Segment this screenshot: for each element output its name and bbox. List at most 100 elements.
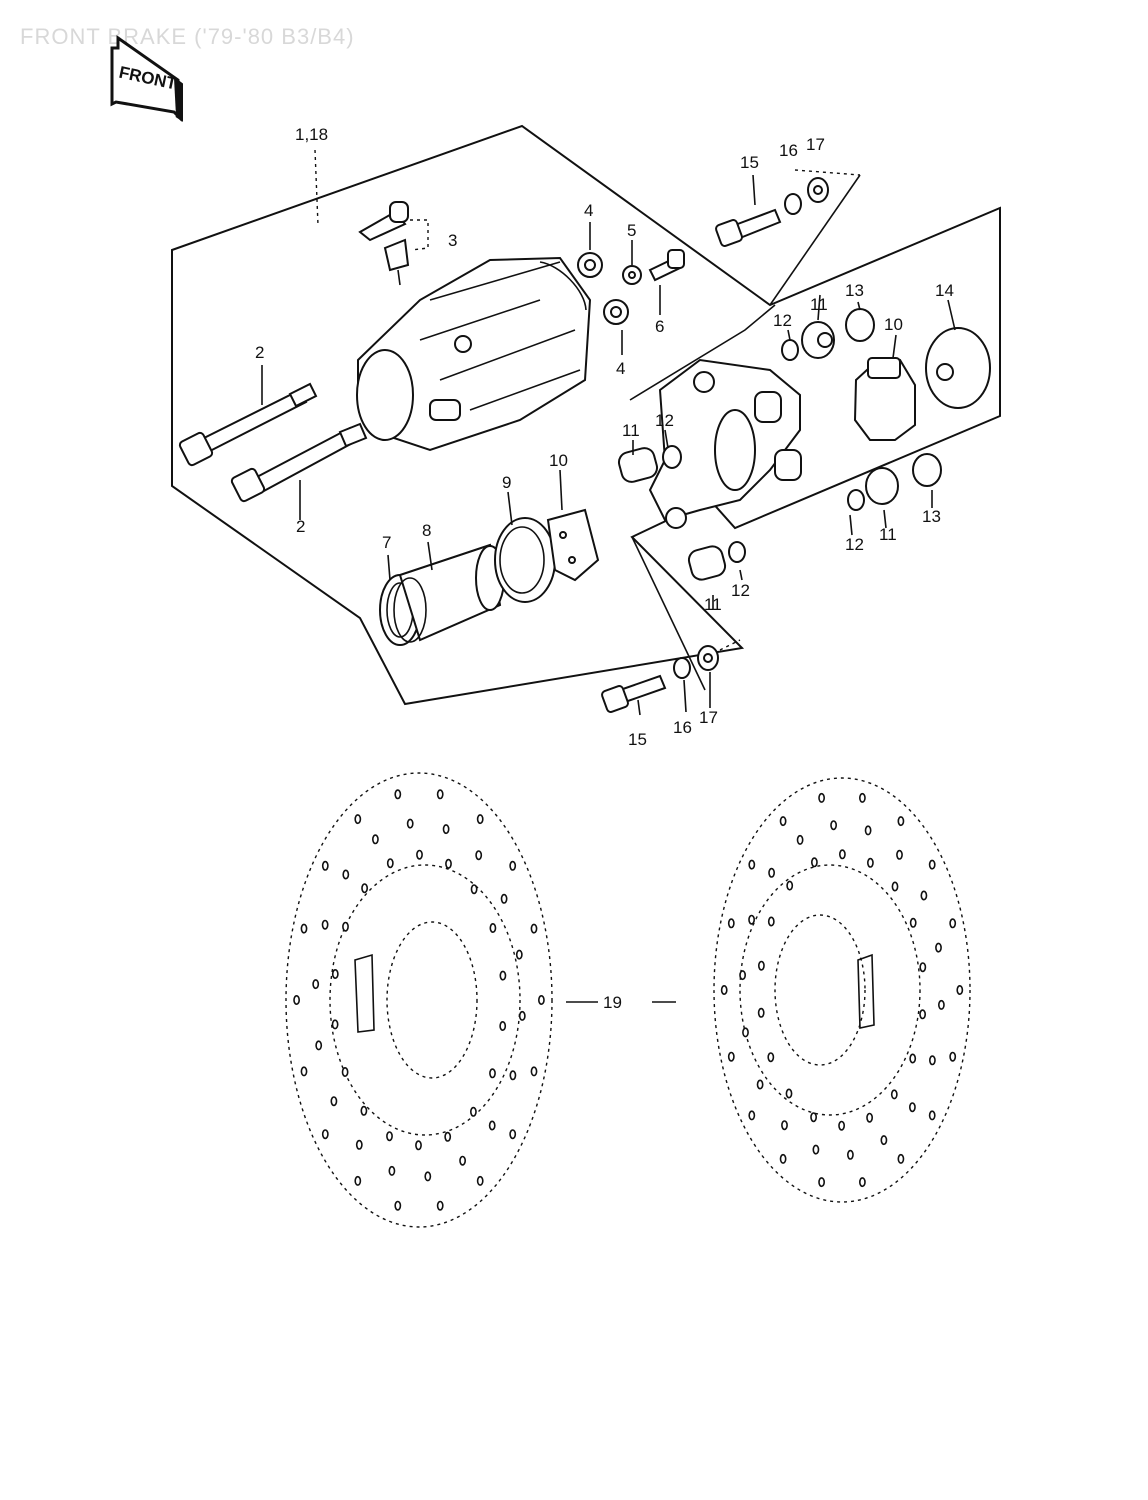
disc-drill-hole — [859, 792, 866, 803]
washer-17-upper — [807, 177, 829, 203]
callout-11-mid: 11 — [879, 525, 897, 544]
disc-drill-hole — [859, 1177, 866, 1188]
screw-6 — [648, 249, 685, 282]
disc-drill-hole — [499, 1020, 507, 1031]
disc-drill-hole — [354, 1175, 362, 1186]
callout-7: 7 — [382, 533, 391, 552]
callout-19: 19 — [603, 993, 622, 1012]
disc-drill-hole — [415, 1140, 422, 1151]
disc-drill-hole — [489, 922, 497, 933]
disc-drill-hole — [489, 1068, 496, 1079]
callout-2-upper: 2 — [255, 343, 264, 362]
callout-4-lower: 4 — [616, 359, 625, 378]
ring-12-left — [662, 445, 682, 469]
disc-drill-hole — [838, 1120, 845, 1131]
ring-12-lower — [728, 541, 746, 563]
disc-drill-hole — [935, 942, 942, 953]
bushing-11-left — [617, 447, 659, 483]
disc-drill-hole — [781, 1120, 788, 1131]
nut-4-upper — [577, 252, 603, 278]
disc-drill-hole — [768, 867, 775, 878]
disc-drill-hole — [361, 883, 368, 894]
callout-11-upper: 11 — [810, 295, 828, 314]
disc-drill-hole — [354, 814, 362, 825]
disc-drill-hole — [476, 1175, 484, 1186]
disc-drill-hole — [786, 880, 794, 891]
disc-drill-hole — [371, 834, 379, 845]
callout-12-upper: 12 — [773, 311, 792, 330]
caliper-bracket — [648, 358, 802, 529]
disc-drill-hole — [436, 789, 444, 800]
disc-drill-hole — [530, 1066, 538, 1077]
bushing-11-upper — [801, 321, 835, 359]
disc-drill-hole — [720, 984, 728, 995]
callout-16-lower: 16 — [673, 718, 692, 737]
disc-drill-hole — [920, 890, 928, 901]
disc-drill-hole — [293, 994, 300, 1005]
caliper-body — [356, 256, 592, 452]
ring-12-mid — [847, 489, 865, 511]
brake-disc-right — [713, 777, 971, 1203]
callout-14: 14 — [935, 281, 954, 300]
disc-drill-hole — [416, 849, 423, 860]
disc-drill-hole — [342, 869, 350, 880]
disc-drill-hole — [331, 968, 339, 979]
callout-10-left: 10 — [549, 451, 568, 470]
disc-drill-hole — [949, 1051, 957, 1062]
disc-drill-hole — [476, 814, 484, 825]
disc-drill-hole — [818, 1177, 825, 1188]
disc-drill-hole — [469, 1106, 477, 1117]
disc-drill-hole — [779, 1153, 787, 1164]
disc-drill-hole — [499, 970, 507, 981]
disc-drill-hole — [748, 914, 755, 925]
brake-disc-left — [285, 772, 553, 1228]
cap-13-lower — [912, 453, 942, 487]
disc-drill-hole — [342, 921, 349, 932]
disc-drill-hole — [929, 1055, 936, 1066]
disc-drill-hole — [811, 857, 818, 868]
disc-drill-hole — [909, 1053, 917, 1064]
nut-4-lower — [603, 299, 629, 325]
bracket-bolt-15-upper — [715, 208, 782, 247]
disc-drill-hole — [445, 858, 452, 869]
disc-drill-hole — [515, 949, 523, 960]
disc-drill-hole — [767, 1052, 775, 1063]
disc-drill-hole — [748, 1110, 756, 1121]
disc-drill-hole — [756, 1079, 764, 1090]
disc-drill-hole — [475, 850, 483, 861]
disc-drill-hole — [321, 1129, 329, 1140]
disc-drill-hole — [300, 1066, 308, 1077]
callout-17-upper: 17 — [806, 135, 825, 154]
disc-drill-hole — [509, 860, 517, 871]
disc-drill-hole — [757, 1007, 765, 1018]
disc-drill-hole — [938, 999, 945, 1010]
disc-drill-hole — [949, 918, 957, 929]
disc-drill-hole — [748, 859, 756, 870]
callout-10-right: 10 — [884, 315, 903, 334]
disc-drill-hole — [727, 918, 735, 929]
callout-6: 6 — [655, 317, 664, 336]
disc-drill-hole — [436, 1200, 444, 1211]
disc-drill-hole — [864, 825, 872, 836]
caliper-bolt-upper — [178, 382, 318, 467]
disc-drill-hole — [767, 916, 775, 927]
callout-9: 9 — [502, 473, 511, 492]
disc-drill-hole — [444, 1131, 452, 1142]
disc-drill-hole — [500, 893, 508, 904]
callout-15-lower: 15 — [628, 730, 647, 749]
disc-drill-hole — [866, 1112, 873, 1123]
callout-8: 8 — [422, 521, 431, 540]
disc-drill-hole — [341, 1067, 349, 1078]
callout-labels: 1,18 2 2 3 4 4 5 6 7 8 9 10 10 11 11 11 … — [255, 125, 954, 1012]
leader-lines — [261, 149, 956, 1003]
callout-5: 5 — [627, 221, 636, 240]
disc-drill-hole — [321, 860, 329, 871]
disc-drill-hole — [355, 1139, 363, 1150]
disc-drill-hole — [394, 789, 402, 800]
callout-12-lower: 12 — [731, 581, 750, 600]
disc-drill-hole — [386, 858, 394, 869]
disc-drill-hole — [880, 1135, 888, 1146]
callout-16-upper: 16 — [779, 141, 798, 160]
callout-13-lower: 13 — [922, 507, 941, 526]
pad-10-left — [546, 508, 600, 582]
